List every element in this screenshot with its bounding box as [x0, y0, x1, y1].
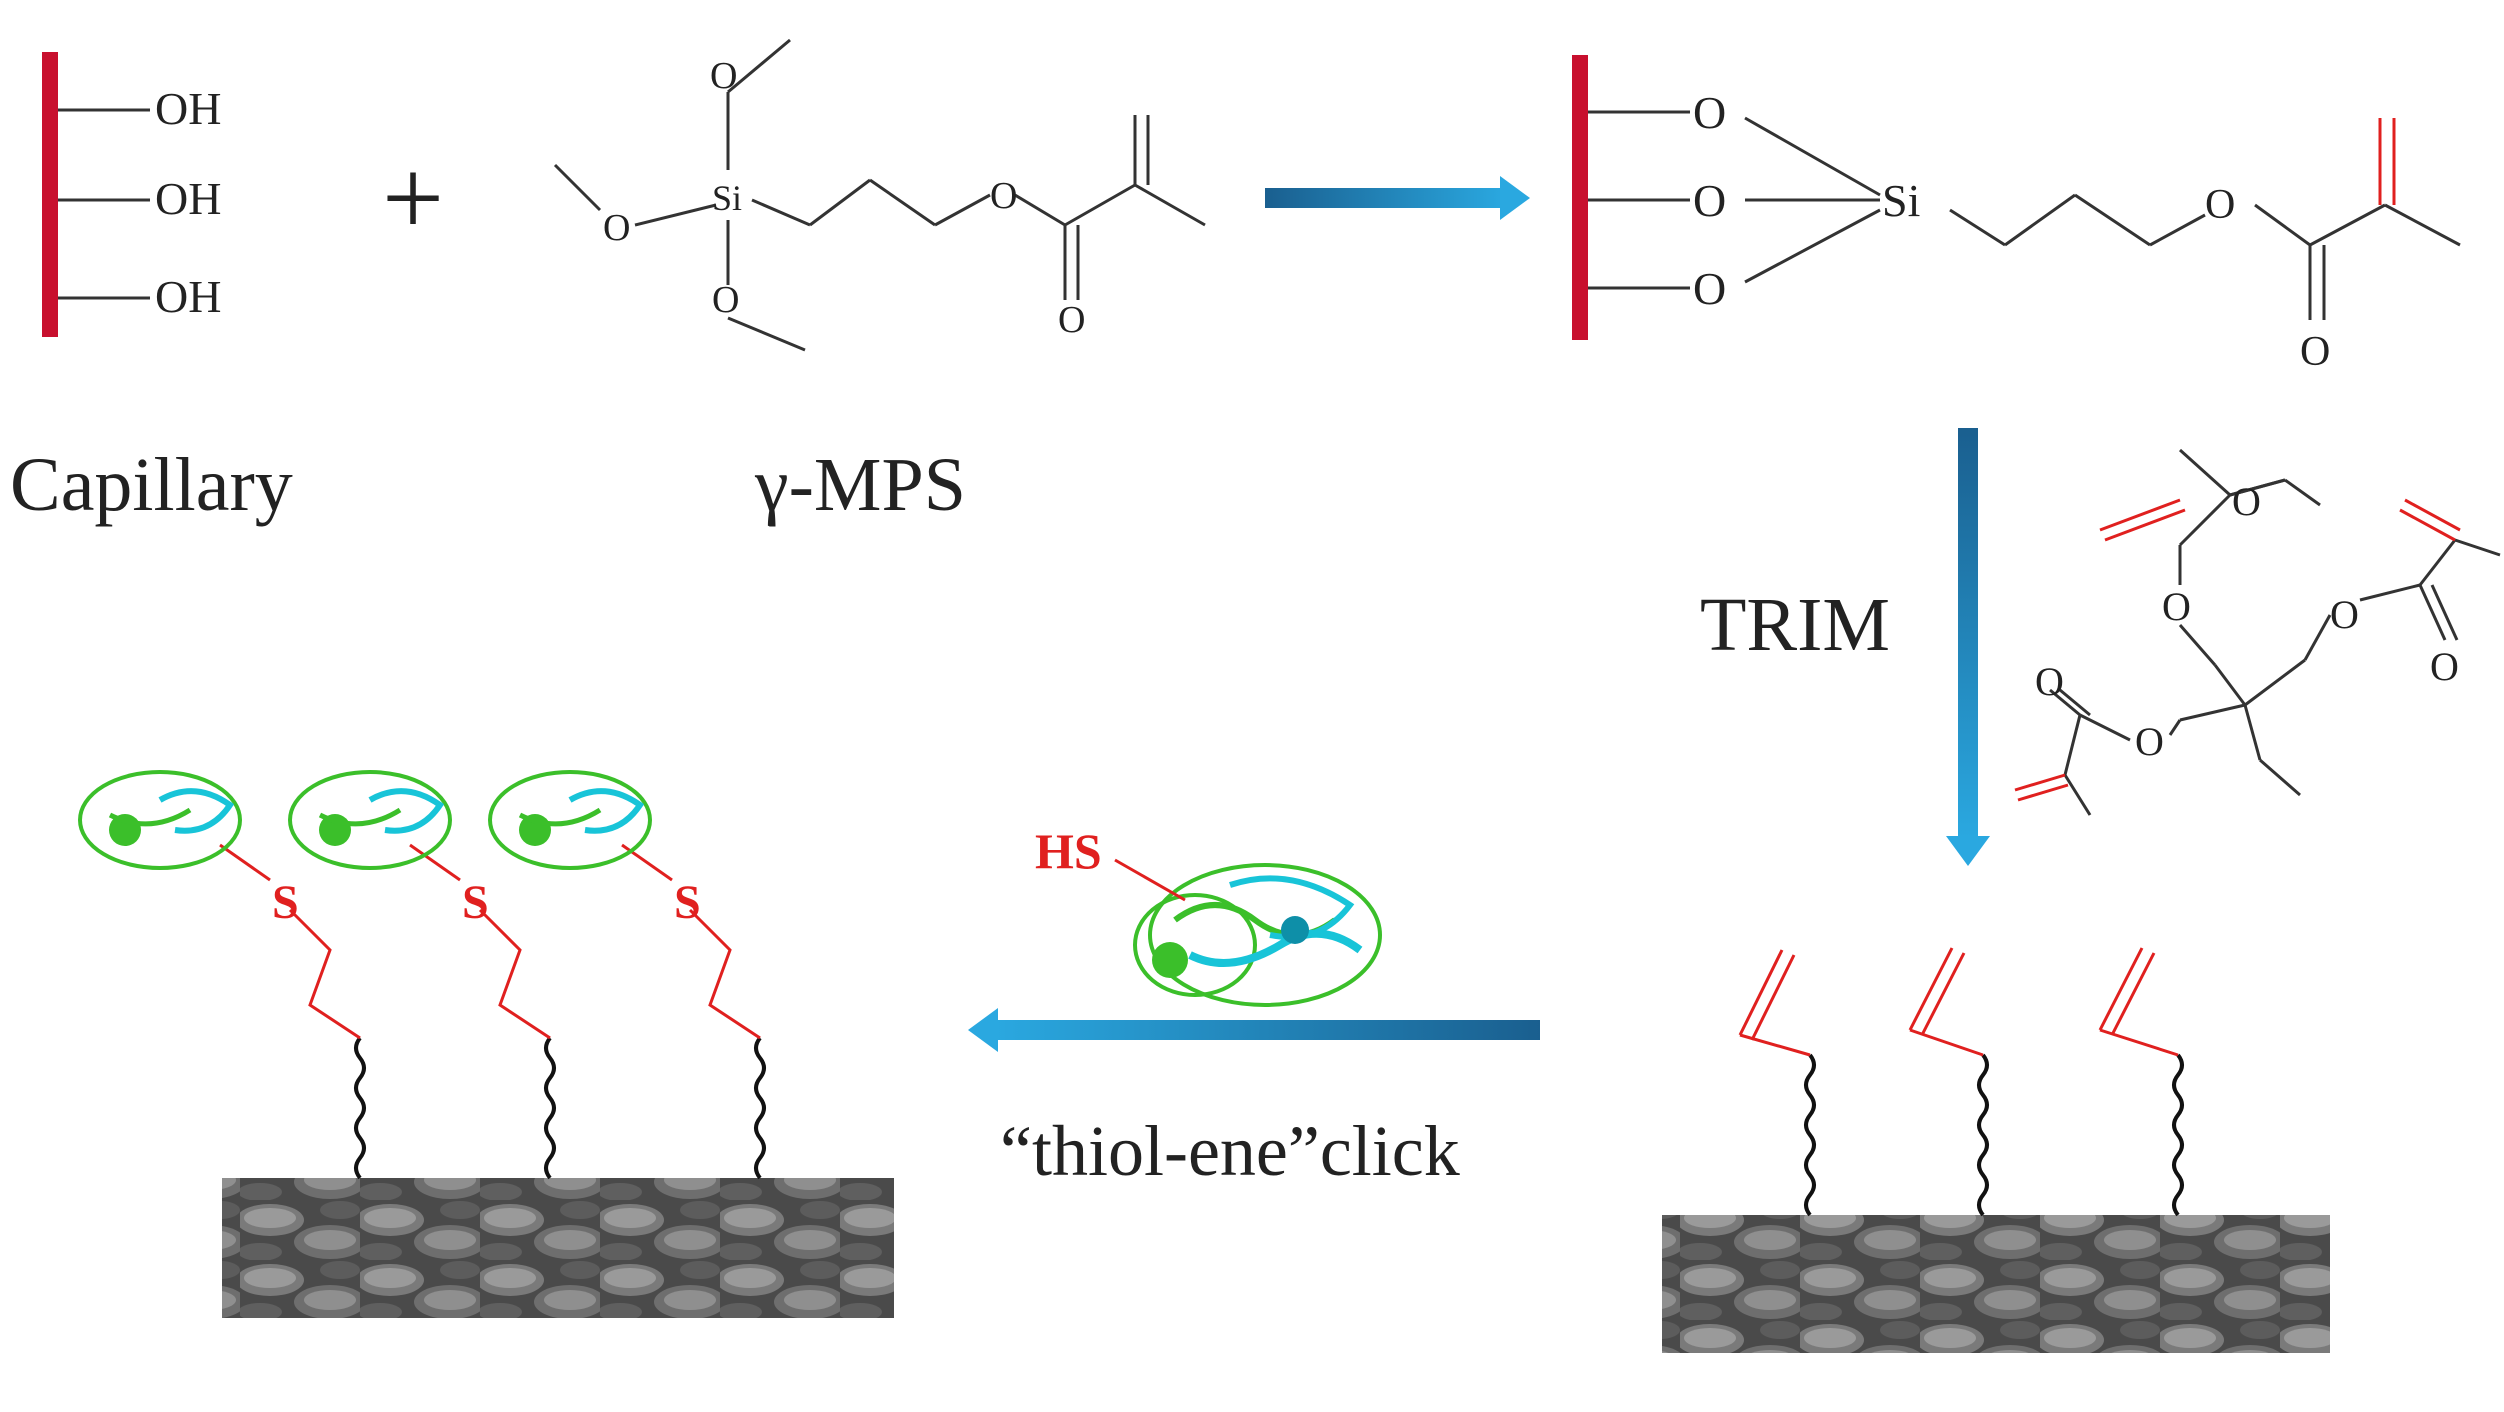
thiolated-protein — [1114, 858, 1382, 1007]
trim-label: TRIM — [1700, 583, 1890, 667]
trim-oxygen-5: O — [2035, 659, 2064, 704]
mps-silicon: Si — [712, 178, 742, 218]
mps-label: γ-MPS — [754, 443, 966, 527]
mps-carbonyl-oxygen: O — [1058, 299, 1085, 341]
surface-oxygen-1: O — [1693, 87, 1726, 138]
click-label: “thiol-ene”click — [1000, 1111, 1460, 1191]
thiol-label: HS — [1035, 823, 1102, 879]
capillary-hydroxyl-surface: OH OH OH — [42, 52, 221, 337]
surface-silicon: Si — [1882, 175, 1920, 226]
mps-ester-oxygen: O — [990, 175, 1017, 217]
sulfur-label-3: S — [674, 876, 701, 929]
immobilized-protein-3 — [488, 770, 652, 870]
surface-oxygen-2: O — [1693, 175, 1726, 226]
silanized-capillary-wall — [1572, 55, 1588, 340]
trim-oxygen-3: O — [2330, 592, 2359, 637]
arrow-thiol-ene-click — [968, 1008, 1540, 1052]
immobilized-protein-2 — [288, 770, 452, 870]
vinyl-monolith — [1662, 947, 2330, 1353]
trim-oxygen-2: O — [2162, 584, 2191, 629]
surface-ester-oxygen: O — [2205, 182, 2235, 228]
trim-oxygen-6: O — [2135, 719, 2164, 764]
plus-sign: + — [382, 137, 444, 259]
hydroxyl-label-1: OH — [155, 83, 221, 134]
trim-oxygen-1: O — [2232, 479, 2261, 524]
monolith-surface-left — [222, 1178, 894, 1318]
hydroxyl-label-2: OH — [155, 173, 221, 224]
surface-carbonyl-oxygen: O — [2300, 329, 2330, 375]
trim-vinyl-groups — [2014, 498, 2461, 802]
trim-oxygen-4: O — [2430, 644, 2459, 689]
trim-structure — [2049, 448, 2501, 816]
arrow-silanization — [1265, 176, 1530, 220]
mps-oxygen-top: O — [710, 55, 737, 97]
sulfur-label-1: S — [272, 876, 299, 929]
surface-oxygen-3: O — [1693, 263, 1726, 314]
mps-oxygen-bottom: O — [712, 279, 739, 321]
mps-oxygen-left: O — [603, 207, 630, 249]
capillary-label: Capillary — [10, 443, 293, 527]
arrow-trim-polymerization — [1946, 428, 1990, 866]
hydroxyl-label-3: OH — [155, 271, 221, 322]
capillary-wall — [42, 52, 58, 337]
sulfur-label-2: S — [462, 876, 489, 929]
monolith-surface-right — [1662, 1215, 2330, 1353]
protein-immobilized-monolith — [78, 770, 894, 1318]
silanized-surface — [1572, 55, 2461, 340]
mps-structure — [553, 38, 1206, 352]
immobilized-protein-1 — [78, 770, 242, 870]
